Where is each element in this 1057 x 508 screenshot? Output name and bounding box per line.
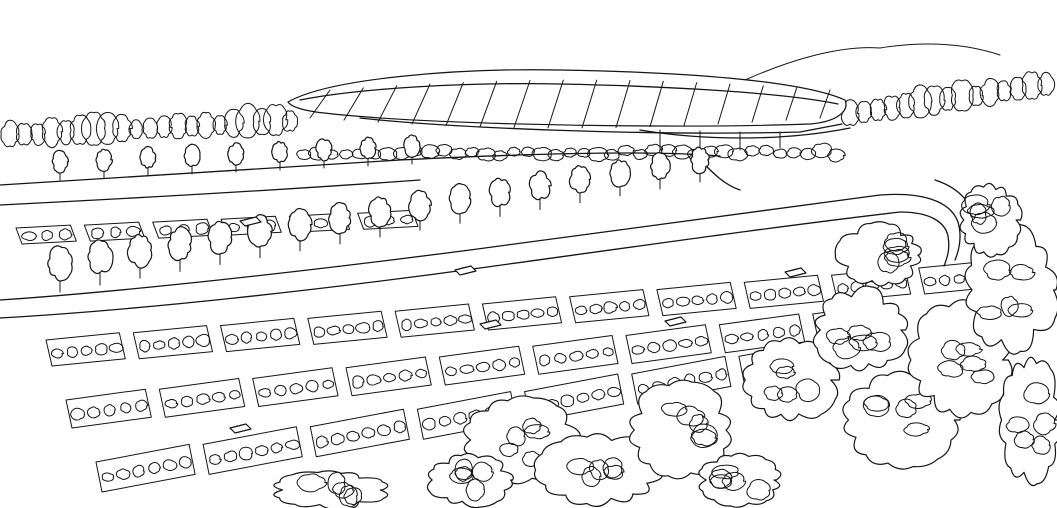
tree-avenue xyxy=(47,134,710,293)
background-tree-line xyxy=(0,71,1056,163)
parking-strip xyxy=(132,325,213,360)
tree-icon xyxy=(287,207,313,252)
parking-strip xyxy=(438,345,526,386)
parking-strip xyxy=(202,426,303,475)
bush-icon xyxy=(834,221,922,287)
tree-icon xyxy=(408,189,433,231)
tree-icon xyxy=(568,165,592,204)
bush-icon xyxy=(812,285,909,372)
tree-icon xyxy=(488,177,511,217)
tree-icon xyxy=(609,159,632,197)
tree-icon xyxy=(47,245,73,293)
parking-strip xyxy=(307,310,388,345)
tree-icon xyxy=(448,183,472,224)
road-network xyxy=(0,152,979,319)
bush-icon xyxy=(742,337,841,422)
bush-icon xyxy=(998,356,1057,487)
car-icon xyxy=(784,267,807,278)
tree-icon xyxy=(227,142,245,173)
parking-strip xyxy=(625,324,712,364)
parking-strip xyxy=(743,274,824,309)
tree-icon xyxy=(528,170,552,210)
parking-strip xyxy=(95,443,196,493)
car-icon xyxy=(229,423,252,434)
bush-icon xyxy=(698,452,782,508)
parking-strip xyxy=(394,303,475,338)
car-icon xyxy=(479,319,502,330)
parking-strip xyxy=(220,317,301,353)
tree-icon xyxy=(359,136,377,167)
car-icon xyxy=(239,216,262,227)
distant-hill xyxy=(744,43,1001,81)
parking-strip xyxy=(569,289,650,324)
parked-cars xyxy=(229,216,807,434)
bush-icon xyxy=(273,470,389,508)
stadium xyxy=(287,69,851,153)
parking-strip xyxy=(481,296,563,331)
parking-strip xyxy=(309,408,410,458)
parking-strip xyxy=(252,367,339,407)
parking-strip xyxy=(158,378,246,418)
parking-strip xyxy=(656,281,737,317)
tree-icon xyxy=(315,138,333,169)
tree-icon xyxy=(271,140,288,171)
tree-icon xyxy=(126,233,153,279)
bush-icon xyxy=(426,452,514,508)
parking-strip xyxy=(345,356,432,397)
tree-icon xyxy=(367,196,392,238)
tree-icon xyxy=(95,148,114,179)
bush-icon xyxy=(959,182,1023,258)
tree-icon xyxy=(139,145,157,177)
car-icon xyxy=(454,265,477,276)
tree-icon xyxy=(650,151,671,190)
parking-strip xyxy=(15,224,77,245)
tree-icon xyxy=(690,146,710,183)
parking-strip xyxy=(532,335,619,375)
tree-icon xyxy=(328,201,352,245)
car-icon xyxy=(664,316,687,327)
stadium-icon xyxy=(287,69,851,153)
tree-icon xyxy=(87,239,114,286)
parking-strip xyxy=(65,388,152,429)
tree-icon xyxy=(167,226,193,272)
tree-icon xyxy=(403,134,421,165)
tree-icon xyxy=(183,143,201,175)
foreground-bushes xyxy=(273,182,1057,508)
parking-strip xyxy=(45,332,126,367)
tree-icon xyxy=(51,149,70,181)
tree-icon xyxy=(207,220,233,265)
